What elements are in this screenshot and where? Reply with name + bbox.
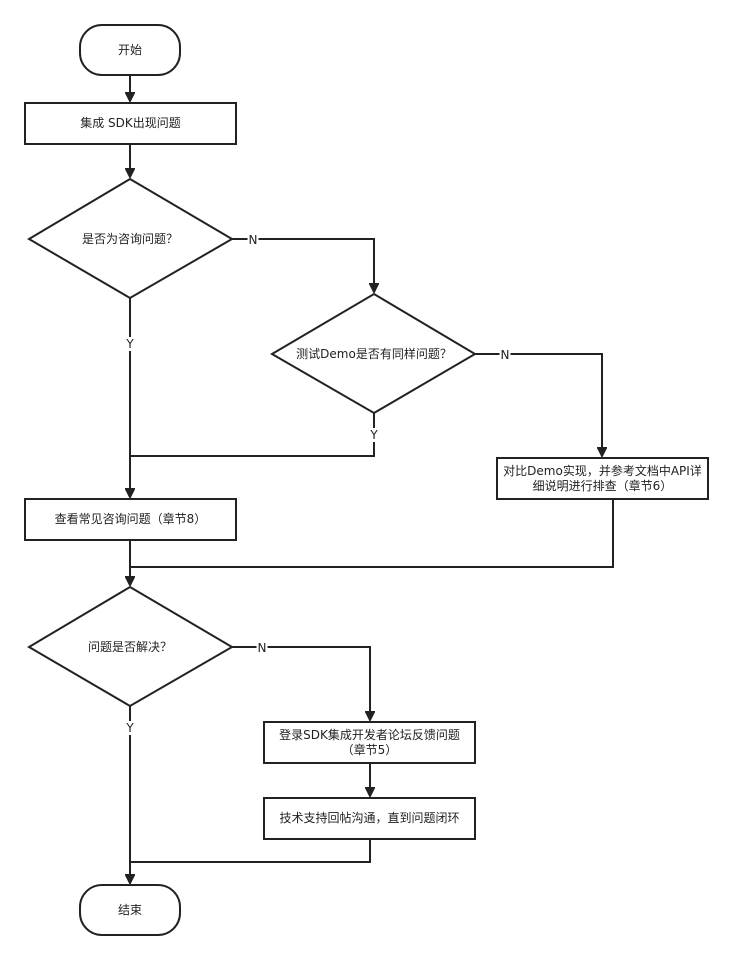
edge-demo-yes-to-faq xyxy=(130,413,375,497)
edge-demo-no-to-compare xyxy=(475,353,602,456)
start-label: 开始 xyxy=(117,42,142,57)
resolved-label: 问题是否解决？ xyxy=(87,639,172,654)
forum-label: 登录SDK集成开发者论坛反馈问题（章节5） xyxy=(279,727,460,757)
edge-resolved-no-to-forum xyxy=(232,646,370,720)
resolved-no-label: N xyxy=(256,641,268,655)
demo-no-label: N xyxy=(499,348,511,362)
resolved-yes-label: Y xyxy=(125,721,135,735)
consult-no-label: N xyxy=(247,233,259,247)
support-label: 技术支持回帖沟通，直到问题闭环 xyxy=(279,811,460,825)
demo-same-label: 测试Demo是否有同样问题？ xyxy=(296,346,452,361)
demo-yes-label: Y xyxy=(369,428,379,442)
faq-process xyxy=(24,498,237,541)
faq-label: 查看常见咨询问题（章节8） xyxy=(54,512,207,526)
consult-yes-label: Y xyxy=(125,337,135,351)
compare-demo-process xyxy=(496,457,709,500)
end-terminal xyxy=(79,884,181,936)
edge-consult-no-to-demo xyxy=(232,238,374,292)
is-consult-label: 是否为咨询问题？ xyxy=(81,231,178,246)
compare-demo-label: 对比Demo实现，并参考文档中API详细说明进行排查（章节6） xyxy=(503,463,702,493)
end-label: 结束 xyxy=(117,902,142,917)
integrate-process xyxy=(24,102,237,145)
integrate-label: 集成 SDK出现问题 xyxy=(80,116,181,130)
edge-support-to-end xyxy=(130,839,371,883)
